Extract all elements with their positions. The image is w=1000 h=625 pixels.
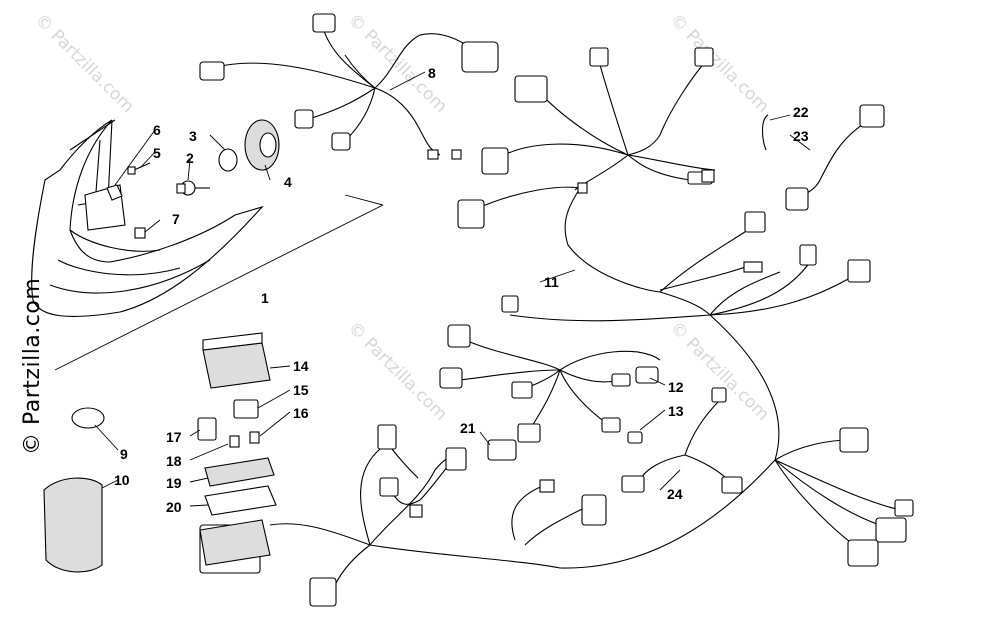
callout-21: 21: [460, 420, 476, 436]
harness-23[interactable]: [785, 104, 885, 211]
relay-17[interactable]: [197, 417, 217, 441]
headlight-assembly[interactable]: [31, 119, 264, 318]
callout-13: 13: [668, 403, 684, 419]
callout-12: 12: [668, 379, 684, 395]
harness-24[interactable]: [621, 387, 743, 494]
bulb-socket[interactable]: [134, 227, 146, 239]
callout-9: 9: [120, 446, 128, 462]
relay-15[interactable]: [233, 399, 259, 419]
relay-box-cover[interactable]: [202, 332, 271, 389]
callout-11: 11: [544, 274, 559, 290]
callout-8: 8: [428, 65, 436, 81]
callout-10: 10: [114, 472, 130, 488]
screw[interactable]: [127, 162, 151, 175]
callout-15: 15: [293, 382, 309, 398]
retaining-ring[interactable]: [218, 148, 238, 172]
callout-4: 4: [284, 174, 292, 190]
side-watermark: © Partzilla.com: [20, 277, 45, 455]
callout-20: 20: [166, 499, 182, 515]
seal-ring[interactable]: [71, 407, 105, 429]
gasket-19[interactable]: [204, 457, 275, 487]
callout-16: 16: [293, 405, 309, 421]
callout-18: 18: [166, 453, 182, 469]
headlight-bulb[interactable]: [176, 180, 210, 196]
callout-17: 17: [166, 429, 182, 445]
connector-21[interactable]: [487, 439, 517, 461]
callout-19: 19: [166, 475, 182, 491]
callout-24: 24: [667, 486, 683, 502]
fuse-16[interactable]: [249, 431, 260, 444]
callout-22: 22: [793, 104, 809, 120]
callout-7: 7: [172, 211, 180, 227]
ground-clip-22[interactable]: [761, 114, 769, 151]
upper-harness[interactable]: [199, 13, 499, 160]
callout-1: 1: [261, 290, 269, 306]
rubber-boot[interactable]: [244, 119, 280, 171]
fuse-18[interactable]: [229, 435, 240, 448]
callout-23: 23: [793, 128, 809, 144]
callout-6: 6: [153, 122, 161, 138]
fuse-box-base[interactable]: [199, 519, 271, 566]
callout-2: 2: [186, 150, 194, 166]
protective-sleeve[interactable]: [43, 477, 103, 573]
callout-3: 3: [189, 128, 197, 144]
mid-harness[interactable]: [439, 324, 661, 443]
callout-5: 5: [153, 145, 161, 161]
lower-harness[interactable]: [377, 424, 607, 546]
fuse-box-lid-20[interactable]: [204, 485, 277, 516]
callout-14: 14: [293, 358, 309, 374]
fuse-13[interactable]: [627, 431, 643, 444]
clip[interactable]: [106, 184, 123, 201]
